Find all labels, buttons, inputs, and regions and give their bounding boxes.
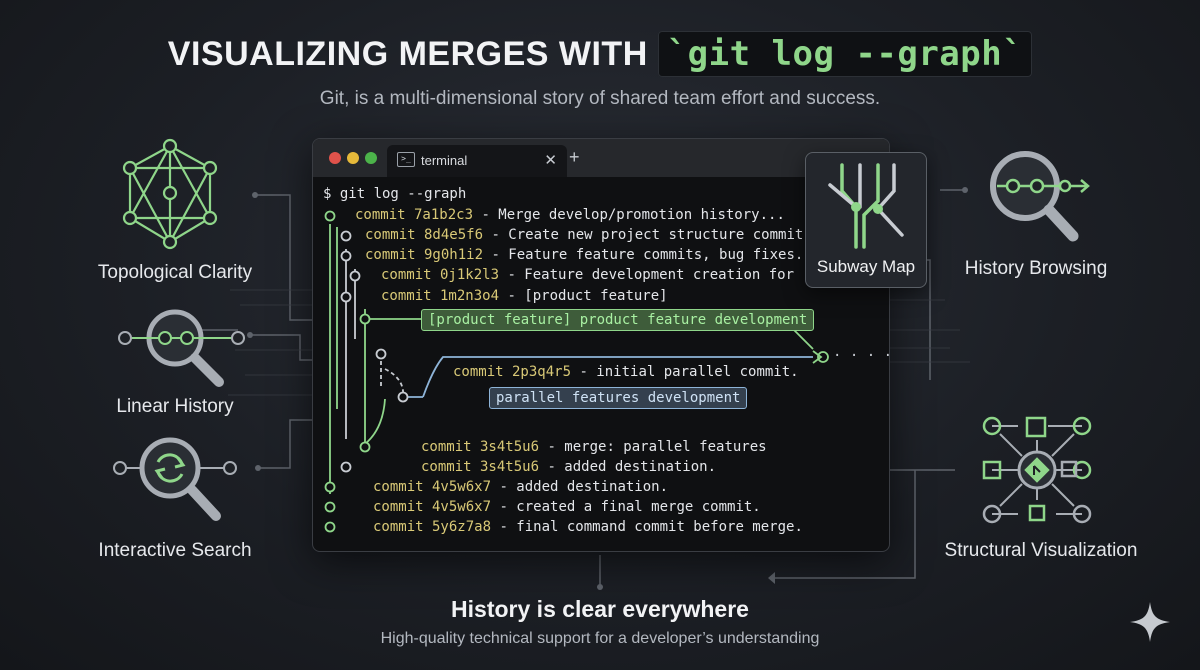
commit-message: - initial parallel commit.	[571, 364, 799, 380]
maximize-window-button[interactable]	[365, 152, 377, 164]
log-line: commit 7a1b2c3 - Merge develop/promotion…	[355, 207, 785, 223]
terminal-icon: >_	[397, 152, 415, 167]
commit-message: - Feature development creation for	[499, 267, 795, 283]
commit-hash: commit 8d4e5f6	[365, 227, 484, 243]
tab-label: terminal	[421, 153, 468, 168]
commit-hash: commit 0j1k2l3	[381, 267, 500, 283]
log-line: commit 4v5w6x7 - created a final merge c…	[373, 499, 761, 515]
log-line: commit 3s4t5u6 - added destination.	[421, 459, 716, 475]
subway-map-card: Subway Map	[805, 152, 927, 288]
footer-subtitle: High-quality technical support for a dev…	[380, 630, 820, 647]
log-line: commit 9g0h1i2 - Feature feature commits…	[365, 247, 803, 263]
log-line: commit 1m2n3o4 - [product feature]	[381, 288, 668, 304]
new-tab-icon[interactable]: +	[569, 147, 580, 167]
commit-message: - final command commit before merge.	[491, 519, 803, 535]
magnifier-refresh-icon	[113, 437, 237, 521]
minimize-window-button[interactable]	[347, 152, 359, 164]
commit-hash: commit 3s4t5u6	[421, 439, 540, 455]
commit-hash: commit 3s4t5u6	[421, 459, 540, 475]
subway-map-icon	[828, 163, 904, 249]
commit-message: - added destination.	[539, 459, 717, 475]
branch-label-product-feature: [product feature] product feature develo…	[421, 309, 815, 331]
log-line: commit 3s4t5u6 - merge: parallel feature…	[421, 439, 767, 455]
prompt-line: $ git log --graph	[323, 186, 467, 202]
sparkle-icon	[1130, 602, 1170, 642]
commit-hash: commit 4v5w6x7	[373, 499, 492, 515]
commit-message: - created a final merge commit.	[491, 499, 761, 515]
commit-hash: commit 4v5w6x7	[373, 479, 492, 495]
feature-history-browsing: History Browsing	[964, 258, 1108, 279]
log-line: commit 4v5w6x7 - added destination.	[373, 479, 668, 495]
subway-map-label: Subway Map	[816, 257, 916, 276]
tab-terminal[interactable]: >_ terminal ✕	[387, 145, 567, 177]
commit-hash: commit 7a1b2c3	[355, 207, 474, 223]
commit-message: - [product feature]	[499, 288, 668, 304]
log-line: commit 2p3q4r5 - initial parallel commit…	[453, 364, 799, 380]
log-line: commit 0j1k2l3 - Feature development cre…	[381, 267, 794, 283]
log-line: commit 5y6z7a8 - final command commit be…	[373, 519, 803, 535]
commit-message: - merge: parallel features	[539, 439, 767, 455]
feature-structural-visualization: Structural Visualization	[944, 540, 1138, 561]
log-line: commit 8d4e5f6 - Create new project stru…	[365, 227, 812, 243]
title-code: `git log --graph`	[657, 31, 1033, 77]
commit-message: - Create new project structure commit.	[483, 227, 812, 243]
commit-hash: commit 1m2n3o4	[381, 288, 500, 304]
feature-topological-clarity: Topological Clarity	[97, 262, 253, 283]
footer-title: History is clear everywhere	[451, 596, 749, 622]
title-text: VISUALIZING MERGES WITH	[167, 35, 658, 73]
commit-hash: commit 9g0h1i2	[365, 247, 484, 263]
commit-hash: commit 2p3q4r5	[453, 364, 572, 380]
close-window-button[interactable]	[329, 152, 341, 164]
branch-label-parallel: parallel features development	[489, 387, 748, 409]
network-graph-icon	[122, 138, 218, 250]
feature-linear-history: Linear History	[116, 396, 234, 417]
close-tab-icon[interactable]: ✕	[544, 152, 557, 169]
page-title: VISUALIZING MERGES WITH `git log --graph…	[0, 31, 1200, 77]
feature-interactive-search: Interactive Search	[98, 540, 252, 561]
commit-hash: commit 5y6z7a8	[373, 519, 492, 535]
terminal-window: >_ terminal ✕ +	[312, 138, 890, 552]
ellipsis: · · · ·	[833, 348, 890, 364]
commit-message: - added destination.	[491, 479, 669, 495]
magnifier-commit-icon	[118, 309, 245, 387]
git-structure-icon	[982, 416, 1092, 524]
commit-message: - Feature feature commits, bug fixes.	[483, 247, 804, 263]
terminal-titlebar: >_ terminal ✕ +	[313, 139, 889, 177]
page-subtitle: Git, is a multi-dimensional story of sha…	[319, 88, 881, 109]
magnifier-history-icon	[990, 151, 1090, 242]
commit-message: - Merge develop/promotion history...	[473, 207, 785, 223]
